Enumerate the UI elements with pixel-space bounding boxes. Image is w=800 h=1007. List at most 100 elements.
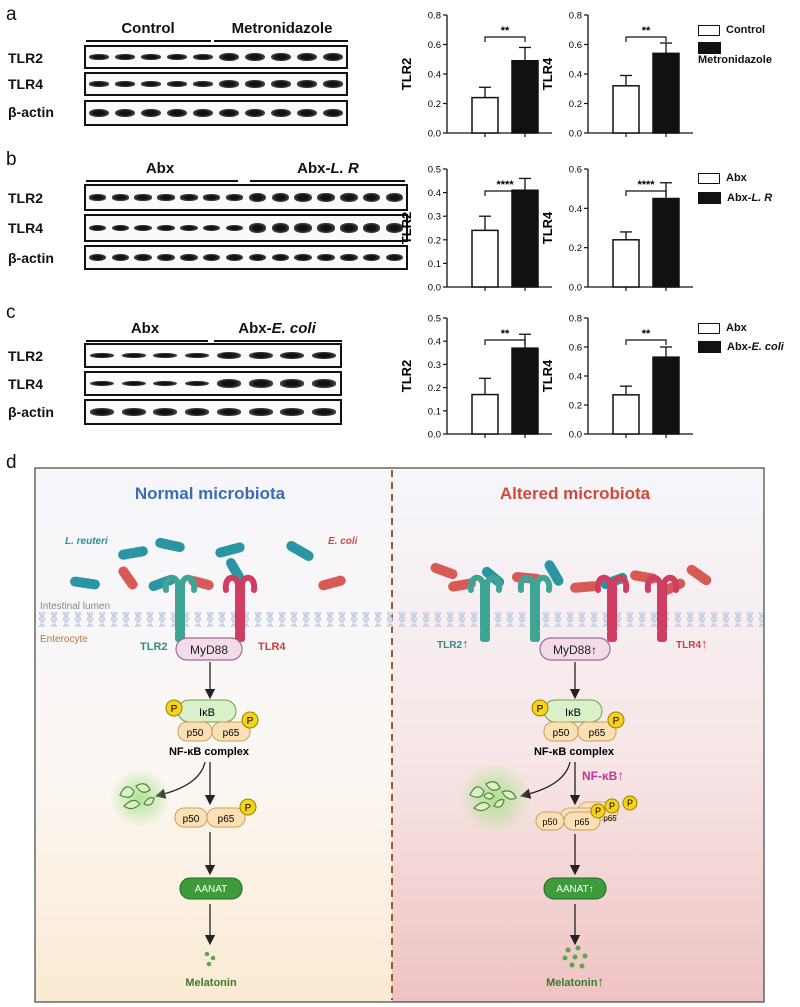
nfkb-complex-right: IκB p50 p65 P P xyxy=(531,699,625,742)
tlr4-receptor-icon xyxy=(222,574,258,642)
blot-band xyxy=(280,379,305,388)
blot-band xyxy=(88,224,107,232)
blot-band xyxy=(180,224,198,232)
cell-membrane xyxy=(36,612,763,627)
blot-band xyxy=(294,253,312,262)
free-nfkb-left: p50 p65 P xyxy=(174,798,257,828)
western-blot-strip xyxy=(84,100,348,126)
blot-band xyxy=(193,81,213,87)
p65-node xyxy=(211,721,251,742)
l-reuteri-bacterium xyxy=(215,542,245,558)
blot-band xyxy=(153,353,178,358)
blot-band xyxy=(248,379,273,388)
panel-letter-b: b xyxy=(6,149,17,170)
blot-band xyxy=(203,224,221,232)
group-underline xyxy=(86,40,211,42)
significance-bracket xyxy=(625,36,667,42)
legend-swatch-filled xyxy=(698,341,721,354)
blot-band xyxy=(111,253,129,262)
melatonin-label: Melatonin xyxy=(185,977,237,989)
legend-swatch-filled xyxy=(698,192,721,205)
western-blot-strip xyxy=(84,184,408,211)
row-label-actin: β-actin xyxy=(8,104,54,120)
blot-band xyxy=(157,253,175,262)
lumen-label: Intestinal lumen xyxy=(40,601,110,612)
y-tick-label: 0.6 xyxy=(569,165,582,176)
significance-label: **** xyxy=(637,179,655,191)
group-label-abx-ecoli: Abx-E. coli xyxy=(238,320,316,337)
blot-band xyxy=(225,194,244,201)
western-blot-strip xyxy=(84,214,408,242)
blot-band xyxy=(271,223,289,233)
group-label-metronidazole: Metronidazole xyxy=(231,20,333,37)
blot-band xyxy=(88,194,107,201)
y-tick-label: 0.0 xyxy=(569,129,582,140)
blot-band xyxy=(115,54,135,60)
blot-band xyxy=(203,194,221,201)
phosphate-icon xyxy=(604,798,620,814)
l-reuteri-bacterium xyxy=(544,560,564,586)
phosphate-icon xyxy=(531,699,549,717)
p65-label: p65 xyxy=(218,814,235,825)
blot-band xyxy=(89,408,114,416)
blot-band xyxy=(111,194,129,201)
e-coli-bacterium xyxy=(430,562,458,580)
aanat-label-up: AANAT↑ xyxy=(556,884,594,895)
y-tick-label: 0.0 xyxy=(428,283,441,294)
blot-band xyxy=(193,108,213,118)
blot-band xyxy=(167,54,187,60)
blot-band xyxy=(271,192,289,203)
blot-band xyxy=(294,192,312,203)
y-tick-label: 0.4 xyxy=(428,337,441,348)
phosphate-icon xyxy=(241,711,259,729)
legend-abx: Abx xyxy=(698,322,747,334)
blot-band xyxy=(167,108,187,118)
p65-label: p65 xyxy=(223,728,240,739)
nfkb-up-label: NF-κB↑ xyxy=(582,767,624,783)
blot-band xyxy=(115,108,135,118)
row-label-tlr2: TLR2 xyxy=(8,190,43,206)
e-coli-bacterium xyxy=(570,581,598,593)
phosphate-label: P xyxy=(171,704,178,715)
blot-band xyxy=(216,379,241,388)
myd88-label: MyD88 xyxy=(190,643,228,657)
blot-band xyxy=(312,379,337,388)
blot-band xyxy=(297,52,317,62)
blot-band xyxy=(157,194,175,201)
tlr2-label-up: TLR2↑ xyxy=(437,636,469,651)
legend-metronidazole: Metronidazole xyxy=(698,42,800,66)
blot-band xyxy=(219,80,239,88)
arrow xyxy=(519,761,571,799)
degraded-ikb-icon xyxy=(119,783,155,810)
blot-band xyxy=(248,192,267,203)
blot-band xyxy=(363,253,381,262)
p50-label: p50 xyxy=(183,814,200,825)
blot-band xyxy=(340,192,358,203)
e-coli-bacterium xyxy=(686,564,712,586)
p50-label: p50 xyxy=(553,728,570,739)
bar xyxy=(612,394,640,435)
blot-band xyxy=(317,223,335,233)
group-underline xyxy=(214,40,348,42)
y-tick-label: 0.2 xyxy=(569,99,582,110)
row-label-tlr4: TLR4 xyxy=(8,220,43,236)
blot-band xyxy=(363,223,381,233)
row-label-tlr2: TLR2 xyxy=(8,50,43,66)
blot-band xyxy=(323,52,343,62)
degraded-ikb-glow xyxy=(110,768,170,828)
blot-band xyxy=(121,353,146,358)
phosphate-icon xyxy=(622,795,638,811)
blot-band xyxy=(216,351,241,360)
p65-label: p65 xyxy=(574,817,589,827)
group-label-abx: Abx xyxy=(130,320,160,337)
tlr4-receptor-icon xyxy=(594,574,630,642)
blot-band xyxy=(271,108,291,118)
blot-band xyxy=(115,81,135,87)
blot-band xyxy=(245,108,265,118)
blot-band xyxy=(317,192,335,203)
blot-band xyxy=(141,81,161,87)
phosphate-label: P xyxy=(247,716,254,727)
phosphate-label: P xyxy=(595,806,601,816)
blot-band xyxy=(271,80,291,88)
